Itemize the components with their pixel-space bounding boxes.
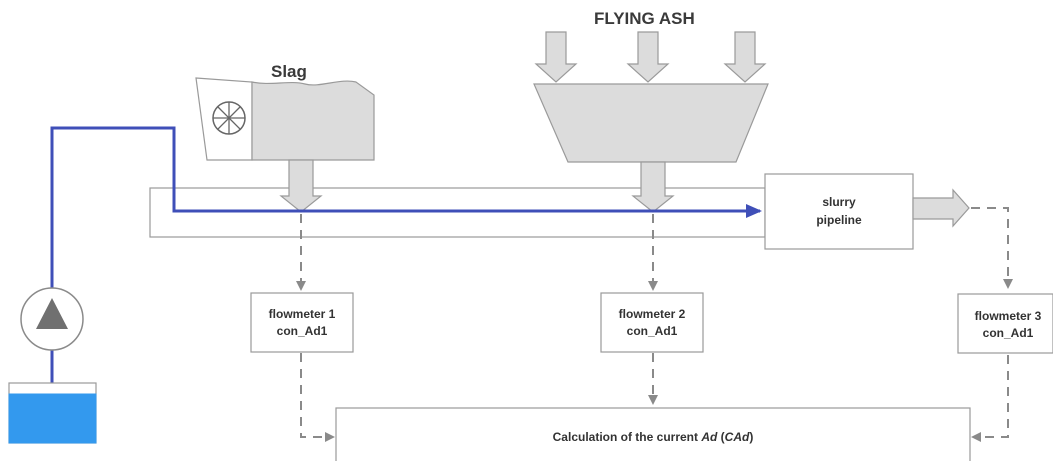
- water-line: [50, 126, 762, 388]
- slag-machine-body: [251, 80, 375, 161]
- water-tank: [8, 382, 97, 444]
- slurry-label-line1: slurry: [822, 195, 856, 209]
- flying-ash-label: FLYING ASH: [594, 9, 695, 28]
- ash-arrow-2: [626, 31, 670, 83]
- ash-arrow-3: [723, 31, 767, 83]
- dashed-connectors: [296, 207, 1013, 442]
- output-arrow: [912, 188, 970, 228]
- flowmeter-2-line2: con_Ad1: [627, 324, 678, 338]
- flowmeter-1-line1: flowmeter 1: [269, 307, 336, 321]
- flowmeter-2-box: [600, 292, 704, 353]
- ash-down-arrow: [631, 161, 675, 213]
- slag-down-arrow: [279, 159, 323, 213]
- slag-label: Slag: [271, 62, 307, 81]
- slurry-label-line2: pipeline: [816, 213, 862, 227]
- flowmeter-3-box: [957, 293, 1053, 354]
- pump-icon: [20, 287, 84, 351]
- slag-machine: [195, 77, 375, 161]
- flowmeter-3-line2: con_Ad1: [983, 326, 1034, 340]
- ash-hopper: [533, 83, 769, 163]
- slurry-pipeline-box: [764, 173, 914, 250]
- calculation-label: Calculation of the current Ad (CAd): [553, 430, 754, 444]
- dash-output-to-fm3: [971, 207, 1013, 289]
- flowmeter-1-box: [250, 292, 354, 353]
- flowmeter-1-line2: con_Ad1: [277, 324, 328, 338]
- dash-fm3-to-calc: [971, 355, 1009, 442]
- wheel-icon: [212, 101, 246, 135]
- ash-arrow-1: [534, 31, 578, 83]
- dash-fm1-to-calc: [300, 353, 335, 442]
- calculation-box: [335, 407, 971, 461]
- flowmeter-3-line1: flowmeter 3: [975, 309, 1042, 323]
- flowmeter-2-line1: flowmeter 2: [619, 307, 686, 321]
